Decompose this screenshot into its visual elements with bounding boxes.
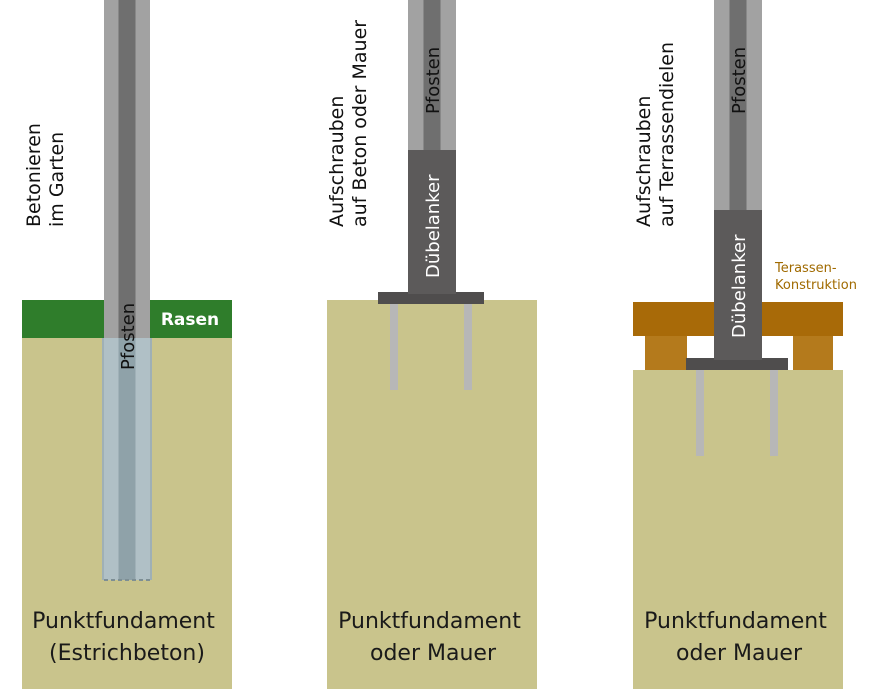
anchor-label-terrace: Dübelanker bbox=[729, 234, 750, 338]
terrace-label-line-2: Konstruktion bbox=[775, 278, 857, 293]
foundation-concrete-line-1: Punktfundament bbox=[338, 609, 521, 634]
caption-garden: Betonieren im Garten bbox=[23, 117, 68, 227]
caption-terrace: Aufschrauben auf Terrassendielen bbox=[633, 42, 678, 227]
panel-garden: Betonieren im Garten Pfosten Rasen Punkt… bbox=[22, 0, 232, 689]
joist-right bbox=[793, 336, 833, 370]
caption-concrete: Aufschrauben auf Beton oder Mauer bbox=[326, 20, 371, 227]
anchor-rod-left bbox=[390, 302, 398, 390]
foundation-garden-line-1: Punktfundament bbox=[32, 609, 215, 634]
anchor-label-concrete: Dübelanker bbox=[423, 174, 444, 278]
terrace-construction-label: Terassen- Konstruktion bbox=[774, 261, 857, 293]
anchor-rod-left-terrace bbox=[696, 368, 704, 456]
caption-terrace-line-1: Aufschrauben bbox=[633, 96, 655, 227]
dowel-anchor-concrete bbox=[408, 150, 456, 294]
ground-block-concrete bbox=[327, 300, 537, 689]
foundation-concrete-line-2: oder Mauer bbox=[370, 641, 497, 666]
ground-block-terrace bbox=[633, 370, 843, 689]
post-terrace bbox=[714, 0, 762, 210]
post-garden bbox=[104, 0, 150, 338]
foundation-garden-line-2: (Estrichbeton) bbox=[49, 641, 205, 666]
panel-terrace: Aufschrauben auf Terrassendielen Pfosten… bbox=[633, 0, 857, 689]
anchor-base-plate-terrace bbox=[686, 358, 788, 370]
caption-garden-line-2: im Garten bbox=[46, 132, 68, 227]
joist-left bbox=[645, 336, 687, 370]
lawn-label: Rasen bbox=[161, 310, 219, 330]
anchor-rod-right bbox=[464, 302, 472, 390]
post-label-terrace: Pfosten bbox=[729, 47, 750, 114]
foundation-terrace-line-2: oder Mauer bbox=[676, 641, 803, 666]
post-concrete bbox=[408, 0, 456, 150]
caption-concrete-line-1: Aufschrauben bbox=[326, 96, 348, 227]
foundation-terrace-line-1: Punktfundament bbox=[644, 609, 827, 634]
caption-garden-line-1: Betonieren bbox=[23, 123, 45, 227]
foundation-label-concrete: Punktfundament oder Mauer bbox=[338, 609, 528, 666]
anchor-rod-right-terrace bbox=[770, 368, 778, 456]
post-label-concrete: Pfosten bbox=[423, 47, 444, 114]
panel-concrete: Aufschrauben auf Beton oder Mauer Pfoste… bbox=[326, 0, 537, 689]
terrace-label-line-1: Terassen- bbox=[774, 261, 837, 276]
foundation-label-garden: Punktfundament (Estrichbeton) bbox=[32, 609, 222, 666]
anchor-base-plate bbox=[378, 292, 484, 304]
dowel-anchor-terrace bbox=[714, 210, 762, 360]
caption-terrace-line-2: auf Terrassendielen bbox=[656, 42, 678, 227]
post-garden-embedded bbox=[104, 338, 150, 580]
caption-concrete-line-2: auf Beton oder Mauer bbox=[349, 20, 371, 227]
foundation-label-terrace: Punktfundament oder Mauer bbox=[644, 609, 834, 666]
post-label-garden: Pfosten bbox=[118, 303, 139, 370]
